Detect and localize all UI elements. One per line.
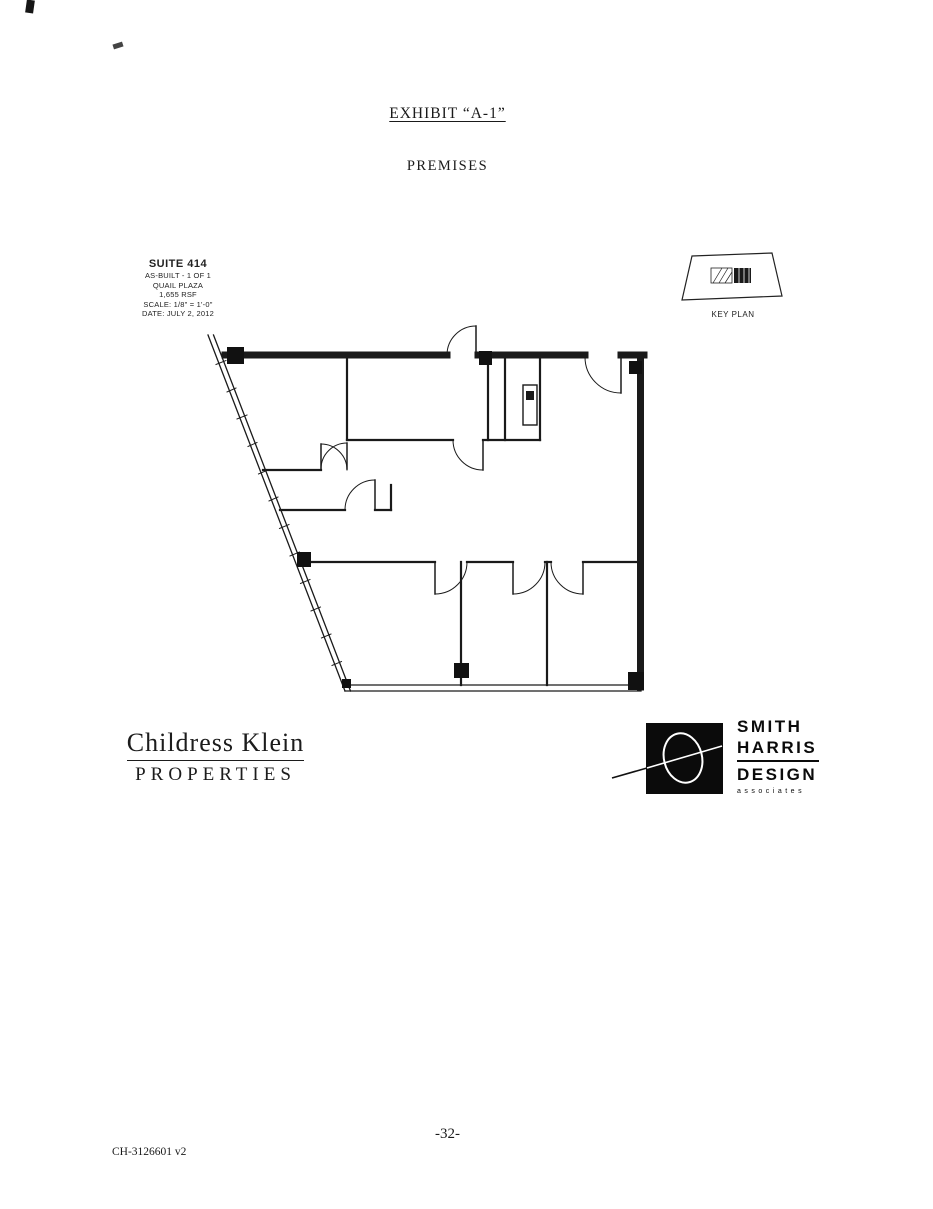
premises-subtitle: PREMISES [406, 158, 489, 174]
key-plan-icon [681, 252, 783, 301]
designer-word-harris: HARRIS [737, 738, 818, 757]
scale-label: SCALE: 1/8" = 1'-0" [143, 299, 213, 309]
landlord-name: Childress Klein [126, 728, 305, 761]
date-label: DATE: JULY 2, 2012 [142, 309, 214, 318]
designer-word-design: DESIGN [737, 765, 818, 784]
floor-plan-drawing [207, 325, 648, 692]
key-plan: KEY PLAN [678, 250, 788, 319]
landlord-logo: Childress Klein PROPERTIES [108, 728, 323, 786]
building-name: QUAIL PLAZA [152, 280, 204, 290]
suite-number: SUITE 414 [148, 258, 208, 270]
document-reference: CH-3126601 v2 [112, 1146, 187, 1158]
landlord-tagline: PROPERTIES [135, 764, 296, 785]
designer-logo-icon [611, 723, 723, 794]
key-plan-label: KEY PLAN [711, 310, 755, 319]
page-number: -32- [435, 1126, 460, 1142]
designer-rule [737, 760, 819, 762]
area-label: 1,655 RSF [159, 290, 197, 299]
as-built-label: AS-BUILT - 1 OF 1 [144, 271, 212, 280]
designer-word-smith: SMITH [737, 717, 803, 736]
scan-artifact [25, 0, 35, 14]
designer-logo-text: SMITH HARRIS DESIGN associates [737, 716, 837, 795]
plan-title-block: SUITE 414 AS-BUILT - 1 OF 1 QUAIL PLAZA … [122, 258, 234, 319]
exhibit-title: EXHIBIT “A-1” [389, 105, 506, 122]
designer-word-associates: associates [737, 788, 806, 795]
scan-artifact [112, 41, 124, 50]
